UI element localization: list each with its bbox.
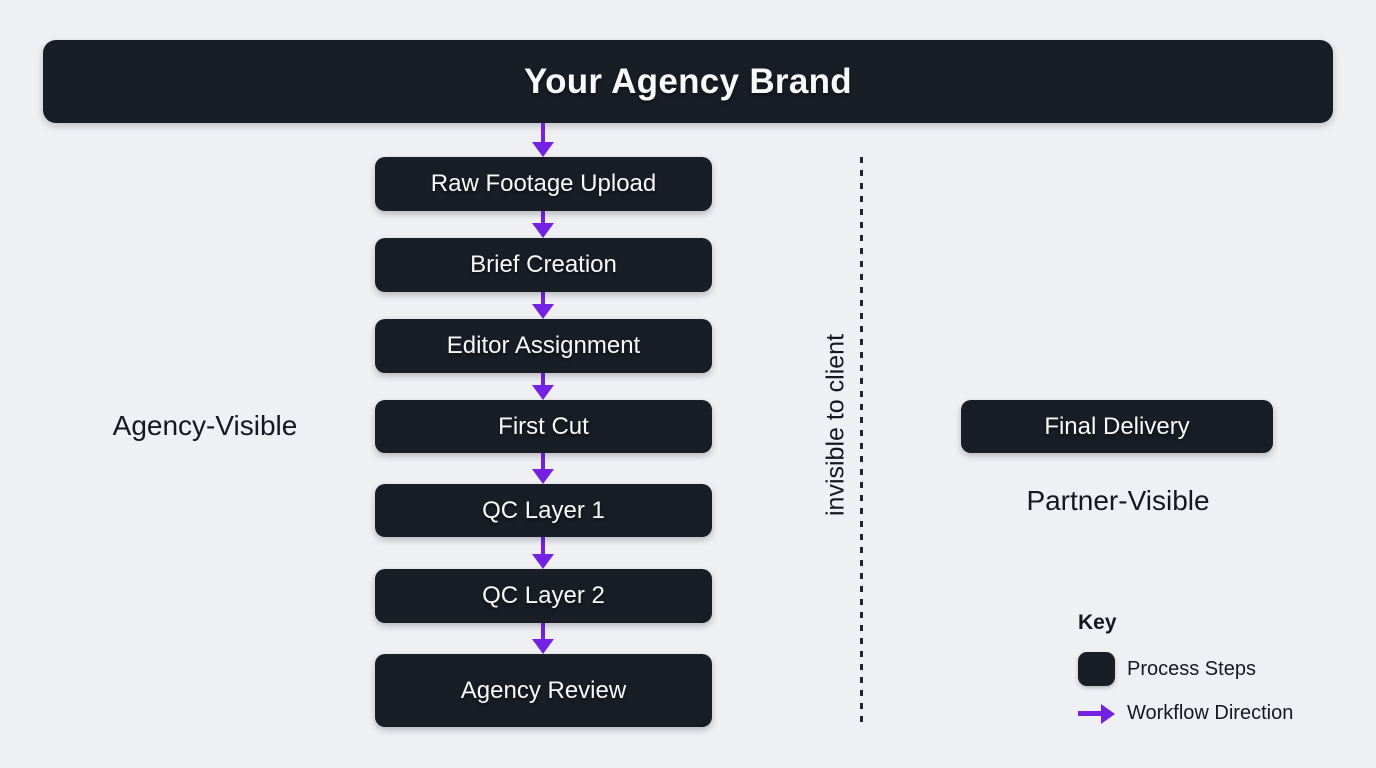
step-agency-review: Agency Review <box>375 654 712 727</box>
process-step-swatch-icon <box>1078 652 1115 686</box>
legend-item-label: Process Steps <box>1127 657 1256 680</box>
down-arrow-icon <box>532 373 554 400</box>
down-arrow-icon <box>532 623 554 654</box>
partner-zone-label: Partner-Visible <box>1026 485 1210 516</box>
step-first-cut: First Cut <box>375 400 712 453</box>
step-brief-creation: Brief Creation <box>375 238 712 292</box>
down-arrow-icon <box>532 123 554 157</box>
node-final-delivery: Final Delivery <box>961 400 1273 453</box>
agency-zone-label: Agency-Visible <box>112 410 298 441</box>
brand-header-title: Your Agency Brand <box>524 61 852 101</box>
legend: Key Process Steps Workflow Direction <box>1078 611 1293 741</box>
brand-header: Your Agency Brand <box>43 40 1333 123</box>
legend-item-workflow-direction: Workflow Direction <box>1078 702 1293 725</box>
down-arrow-icon <box>532 211 554 238</box>
down-arrow-icon <box>532 453 554 484</box>
legend-item-label: Workflow Direction <box>1127 702 1294 724</box>
step-editor-assignment: Editor Assignment <box>375 319 712 373</box>
step-raw-footage-upload: Raw Footage Upload <box>375 157 712 211</box>
client-visibility-divider-line <box>860 157 863 727</box>
down-arrow-icon <box>532 292 554 319</box>
invisible-to-client-label: invisible to client <box>821 333 850 517</box>
down-arrow-icon <box>532 537 554 569</box>
step-qc-layer-1: QC Layer 1 <box>375 484 712 537</box>
right-arrow-icon <box>1078 703 1115 724</box>
legend-title: Key <box>1078 611 1117 634</box>
step-qc-layer-2: QC Layer 2 <box>375 569 712 623</box>
legend-item-process-steps: Process Steps <box>1078 652 1293 686</box>
